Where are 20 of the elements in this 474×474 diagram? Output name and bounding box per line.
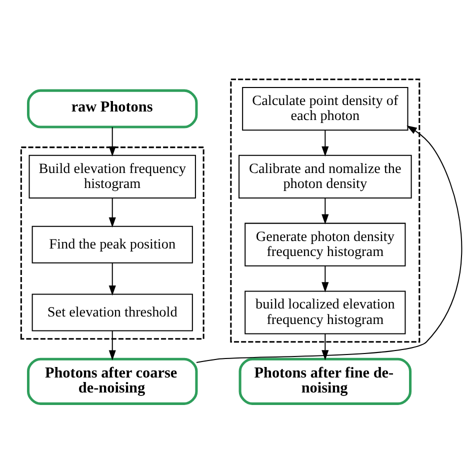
arrow [321,266,328,292]
arrow [321,130,328,156]
node-box: raw Photons [26,88,198,128]
arrow [108,262,116,296]
node-box: Set elevation threshold [31,293,192,331]
node-box: Find the peak position [31,225,192,263]
arrow [108,330,116,360]
node-box: Photons after fine de-noising [238,357,412,404]
arrow [108,198,116,228]
node-box: Calibrate and nomalize the photon density [238,154,412,198]
cluster [230,78,420,342]
node-box: Build elevation frequency histogram [28,154,196,198]
arrow [196,125,462,362]
arrow [321,333,328,360]
node-box: build localized elevation frequency histogram [244,290,406,334]
arrow [321,198,328,224]
node-box: Calculate point density of each photon [242,86,408,130]
node-box: Generate photon density frequency histogram [244,222,406,266]
node-box: Photons after coarse de-noising [26,357,198,404]
arrow [108,126,116,156]
